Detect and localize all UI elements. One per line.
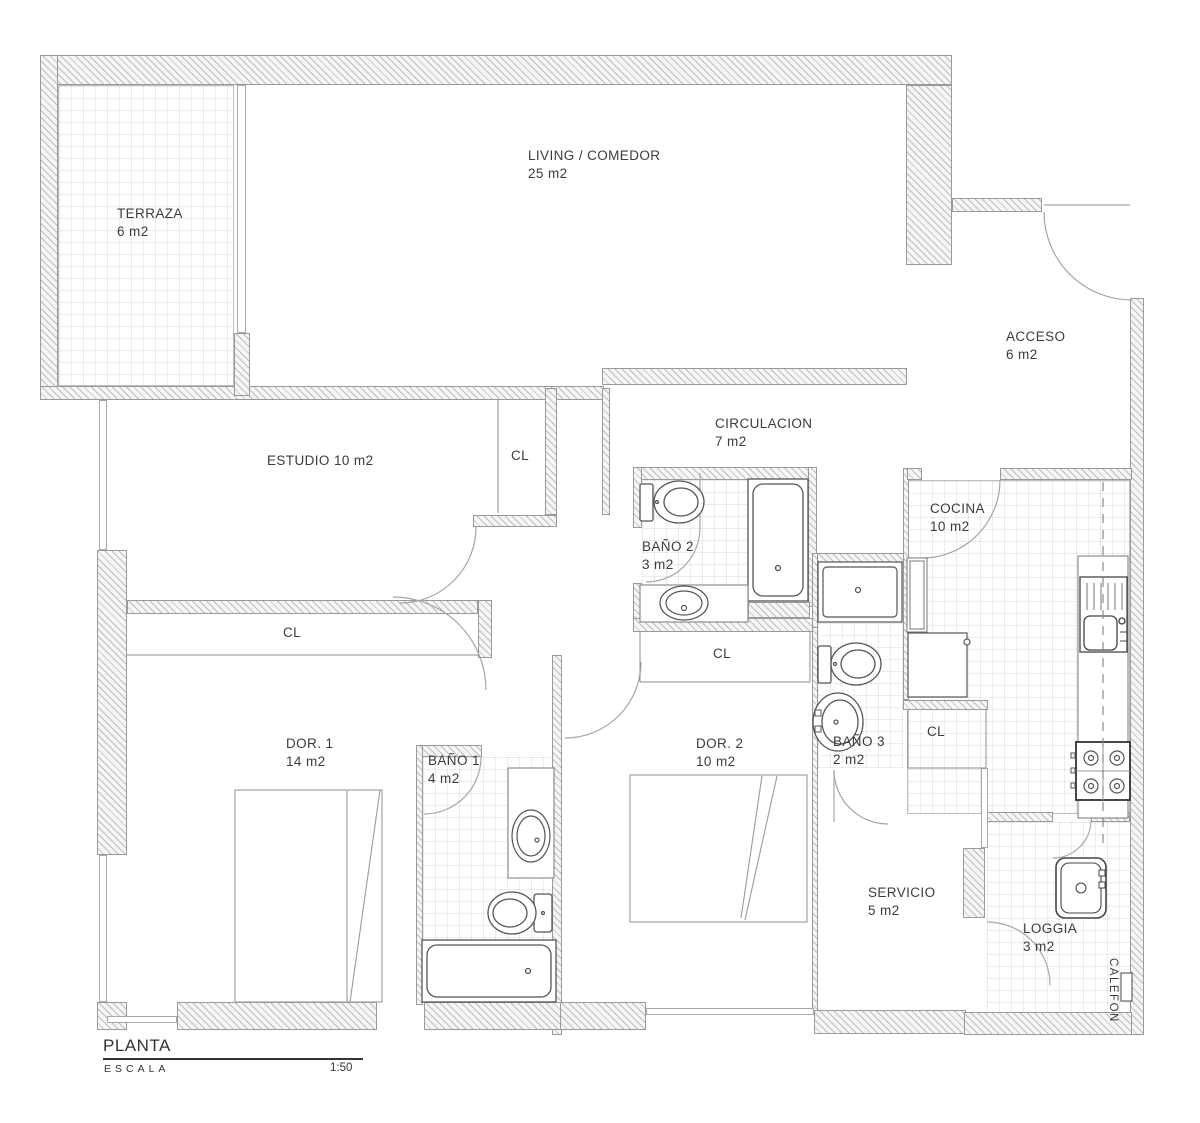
- closet-label: CL: [712, 646, 732, 661]
- window-terraza-living: [237, 85, 246, 333]
- wall-stub: [602, 388, 610, 515]
- wall-bano2-left-upper: [633, 467, 642, 528]
- wall-loggia-top-right: [1091, 812, 1130, 822]
- window-servicio-right: [981, 768, 988, 848]
- wall-shower-left: [812, 553, 818, 632]
- wall-tub-right: [808, 467, 817, 607]
- bed-dor2: [629, 774, 808, 923]
- wall-terraza-pier: [234, 333, 250, 396]
- wall-cocina-top-right: [1000, 468, 1132, 480]
- room-label-estudio: ESTUDIO 10 m2: [267, 453, 374, 468]
- wall-loggia-top-left: [985, 812, 1053, 822]
- wall-dor2-right: [812, 627, 818, 1012]
- wall-bottom-4: [560, 1002, 646, 1030]
- wall-cocina-left: [903, 468, 909, 700]
- wall-acceso-top: [952, 198, 1042, 212]
- wall-cl1-right: [545, 388, 557, 515]
- wall-left-mid-pier: [97, 550, 127, 855]
- wall-bottom-5: [814, 1010, 966, 1034]
- wall-right-outer: [1130, 298, 1144, 1035]
- wall-bano1-left: [416, 745, 423, 1005]
- wall-bano1-top: [416, 745, 482, 757]
- scale-value: 1:50: [330, 1062, 353, 1074]
- wall-top: [40, 55, 952, 85]
- wall-dor1-pier: [478, 600, 492, 658]
- window-dor1-left: [99, 855, 107, 1002]
- wall-cl1-bottom: [473, 515, 557, 527]
- wall-bottom-6: [964, 1012, 1132, 1035]
- scale-label: ESCALA: [104, 1063, 170, 1075]
- wall-bano2-top: [633, 467, 817, 480]
- wall-servicio-right-pier: [963, 848, 985, 918]
- wall-bottom-2: [177, 1002, 377, 1030]
- terraza-floor: [58, 85, 234, 386]
- wall-cocina-top-stub: [907, 468, 922, 480]
- window-dor2-bottom: [646, 1008, 814, 1015]
- room-label-calefon: CALEFON: [1107, 958, 1119, 1023]
- wall-bano2-left-lower: [633, 583, 642, 630]
- wall-terraza-bottom: [40, 386, 604, 400]
- plan-title: PLANTA: [103, 1036, 171, 1055]
- wall-servcl-top: [903, 700, 988, 710]
- wall-dor1-cl-top: [127, 600, 478, 614]
- wall-shower-top: [813, 553, 905, 563]
- wall-below-tub: [748, 602, 810, 618]
- wall-step-block: [906, 85, 952, 265]
- closet-label: CL: [282, 625, 302, 640]
- wall-bottom-3: [424, 1002, 578, 1030]
- wall-living-bottom: [602, 368, 907, 385]
- bed-dor1: [234, 789, 383, 1003]
- wall-left-upper: [40, 55, 58, 400]
- window-bottom-left: [107, 1016, 177, 1023]
- closet-label: CL: [510, 448, 530, 463]
- wall-bano2-bottom: [633, 618, 815, 632]
- bathtub-icon: [421, 939, 557, 1003]
- window-estudio-left: [99, 400, 107, 550]
- closet-label: CL: [926, 724, 946, 739]
- wall-hall-divider: [552, 655, 562, 1035]
- title-rule: [103, 1058, 363, 1060]
